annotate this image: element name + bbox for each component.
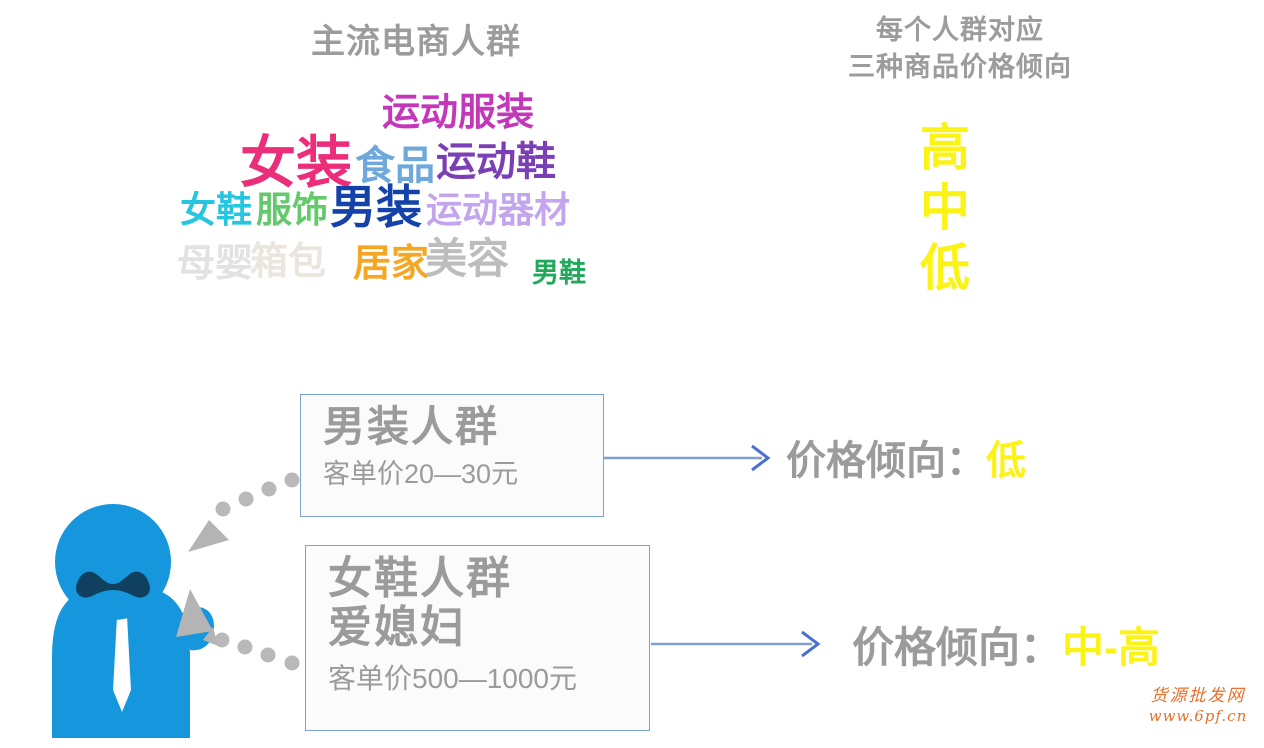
- persona-card-male[interactable]: 男装人群 客单价20—30元: [300, 394, 604, 517]
- result-male-label: 价格倾向：: [786, 439, 986, 483]
- price-level: 中: [920, 180, 970, 236]
- page-title-right-line1: 每个人群对应: [876, 15, 1044, 45]
- persona-name-female-line2: 爱媳妇: [328, 603, 466, 653]
- result-male-value: 低: [986, 439, 1026, 483]
- persona-name-female: 女鞋人群: [328, 554, 512, 603]
- result-female-label: 价格倾向：: [852, 624, 1063, 671]
- word-cloud-term: 男装: [330, 181, 422, 233]
- watermark-url: www.6pf.cn: [1148, 707, 1248, 726]
- persona-price-female: 客单价500—1000元: [328, 662, 578, 694]
- page-title-right-line2: 三种商品价格倾向: [848, 52, 1072, 82]
- dotted-connector-bottom: [176, 589, 300, 671]
- dotted-connector-top: [188, 472, 300, 552]
- word-cloud-term: 运动器材: [426, 189, 571, 230]
- flow-arrow-top: [604, 444, 771, 472]
- word-cloud-term: 箱包: [250, 241, 327, 283]
- flow-arrow-bottom: [651, 630, 821, 658]
- watermark-name: 货源批发网: [1150, 686, 1246, 706]
- word-cloud-term: 女装: [240, 131, 352, 194]
- word-cloud-term: 美容: [425, 235, 510, 282]
- result-male: 价格倾向：低: [786, 428, 1026, 486]
- page-title-right: 每个人群对应 三种商品价格倾向: [800, 12, 1120, 86]
- word-cloud-term: 运动服装: [382, 92, 535, 134]
- result-female: 价格倾向：中-高: [852, 614, 1160, 675]
- word-cloud-term: 运动鞋: [436, 140, 556, 184]
- persona-card-female[interactable]: 女鞋人群 爱媳妇 客单价500—1000元: [305, 545, 650, 731]
- price-ladder: 高中低: [890, 118, 1000, 298]
- price-level: 低: [920, 240, 970, 296]
- price-level: 高: [920, 120, 970, 176]
- word-cloud-term: 母婴: [177, 243, 254, 285]
- watermark: 货源批发网 www.6pf.cn: [1138, 686, 1258, 726]
- word-cloud-term: 食品: [355, 144, 435, 188]
- result-female-value: 中-高: [1062, 624, 1161, 671]
- persona-name-male: 男装人群: [323, 403, 500, 450]
- persona-price-male: 客单价20—30元: [323, 459, 519, 490]
- word-cloud-term: 男鞋: [532, 258, 586, 288]
- page-title-left: 主流电商人群: [311, 23, 521, 61]
- word-cloud-term: 女鞋: [180, 189, 253, 230]
- word-cloud-term: 服饰: [256, 189, 329, 230]
- word-cloud-term: 居家: [353, 243, 430, 285]
- word-cloud: 运动服装女装食品运动鞋女鞋服饰男装运动器材母婴箱包居家美容男鞋: [150, 80, 670, 315]
- businessman-icon: [52, 504, 214, 738]
